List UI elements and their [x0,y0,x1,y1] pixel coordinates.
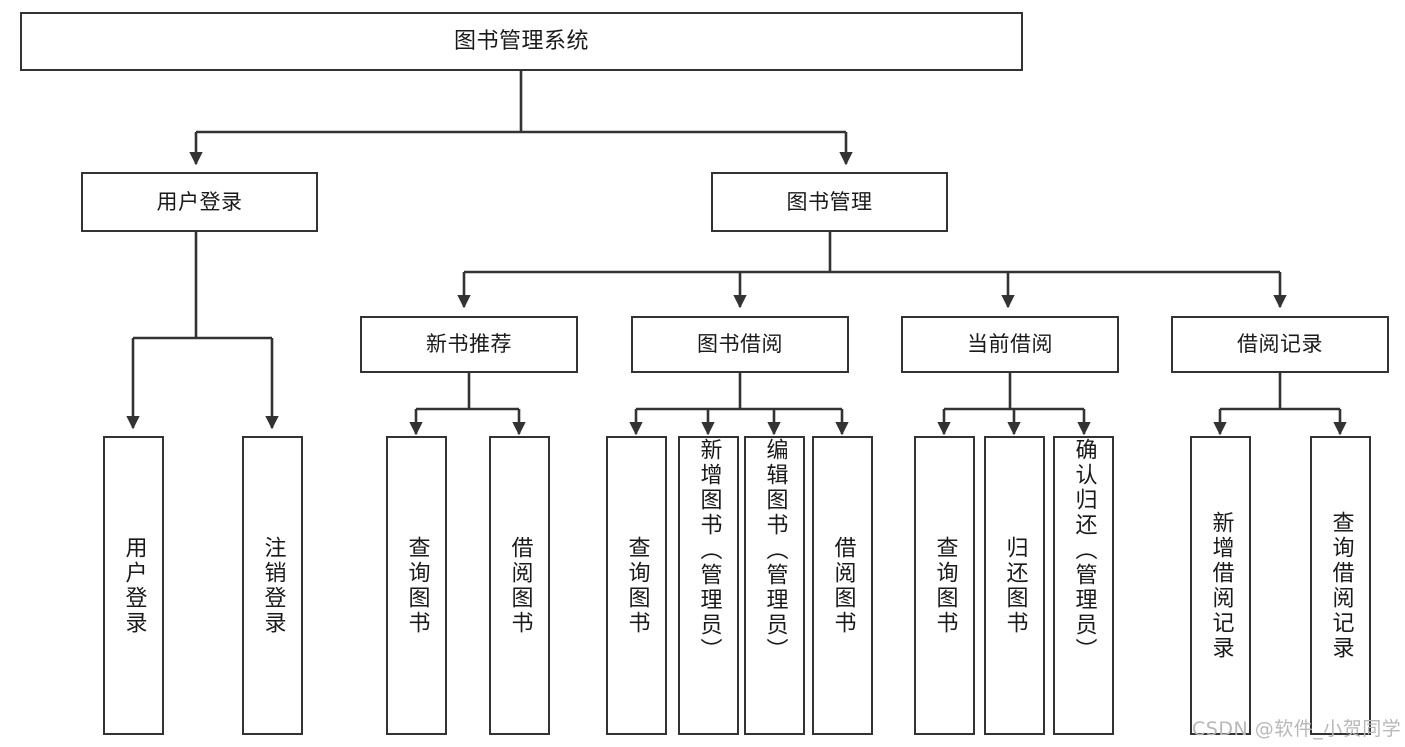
node-leaf-borrow-book-nbr-label: 借阅图书 [507,535,533,636]
node-new-book-recommendation[interactable]: 新书推荐 [360,316,578,373]
edges-bookmgmt-to-level2 [457,232,1287,309]
node-book-management[interactable]: 图书管理 [711,172,948,232]
edges-root-to-level1 [189,71,853,166]
node-leaf-query-book-bb[interactable]: 查询图书 [606,436,667,735]
edges-newbook-to-leaves [409,373,526,436]
node-leaf-add-book-admin[interactable]: 新增图书（管理员） [678,436,739,735]
node-root[interactable]: 图书管理系统 [20,12,1023,71]
node-leaf-return-book-label: 归还图书 [1002,535,1028,636]
node-book-borrowing[interactable]: 图书借阅 [631,316,849,373]
node-leaf-borrow-book-nbr[interactable]: 借阅图书 [489,436,550,735]
node-book-borrowing-label: 图书借阅 [697,332,783,357]
node-current-borrowing-label: 当前借阅 [967,332,1053,357]
watermark-csdn: CSDN @软件_小贺同学 [1192,718,1402,740]
node-book-management-label: 图书管理 [786,189,873,214]
node-leaf-query-borrow-record[interactable]: 查询借阅记录 [1310,436,1371,735]
node-leaf-edit-book-admin[interactable]: 编辑图书（管理员） [744,436,805,735]
node-leaf-logout-label: 注销登录 [260,535,286,636]
node-leaf-query-book-cb[interactable]: 查询图书 [914,436,975,735]
node-leaf-borrow-book-bb[interactable]: 借阅图书 [812,436,873,735]
node-leaf-borrow-book-bb-label: 借阅图书 [830,535,856,636]
node-user-login[interactable]: 用户登录 [81,172,318,232]
node-leaf-return-book[interactable]: 归还图书 [984,436,1045,735]
node-leaf-confirm-return-admin[interactable]: 确认归还（管理员） [1053,436,1114,735]
node-leaf-query-book-nbr[interactable]: 查询图书 [386,436,447,735]
node-leaf-query-book-bb-label: 查询图书 [624,535,650,636]
edges-borrowrecord-to-leaves [1213,373,1347,436]
node-leaf-edit-book-admin-label: 编辑图书（管理员） [762,438,788,663]
node-borrowing-record[interactable]: 借阅记录 [1171,316,1389,373]
node-root-label: 图书管理系统 [453,28,589,54]
node-new-book-recommendation-label: 新书推荐 [426,332,512,357]
node-borrowing-record-label: 借阅记录 [1237,332,1323,357]
node-leaf-add-borrow-record-label: 新增借阅记录 [1208,510,1234,661]
edges-currentborrow-to-leaves [937,373,1091,436]
node-leaf-add-borrow-record[interactable]: 新增借阅记录 [1190,436,1251,735]
node-leaf-user-login[interactable]: 用户登录 [103,436,164,735]
node-current-borrowing[interactable]: 当前借阅 [901,316,1119,373]
node-leaf-query-book-cb-label: 查询图书 [932,535,958,636]
node-leaf-query-borrow-record-label: 查询借阅记录 [1328,510,1354,661]
node-leaf-user-login-label: 用户登录 [121,535,147,636]
node-leaf-add-book-admin-label: 新增图书（管理员） [696,438,722,663]
edges-bookborrow-to-leaves [629,373,849,436]
node-user-login-label: 用户登录 [156,189,243,214]
node-leaf-logout[interactable]: 注销登录 [242,436,303,735]
edges-userlogin-to-leaves [126,232,279,430]
node-leaf-confirm-return-admin-label: 确认归还（管理员） [1071,438,1097,663]
node-leaf-query-book-nbr-label: 查询图书 [404,535,430,636]
